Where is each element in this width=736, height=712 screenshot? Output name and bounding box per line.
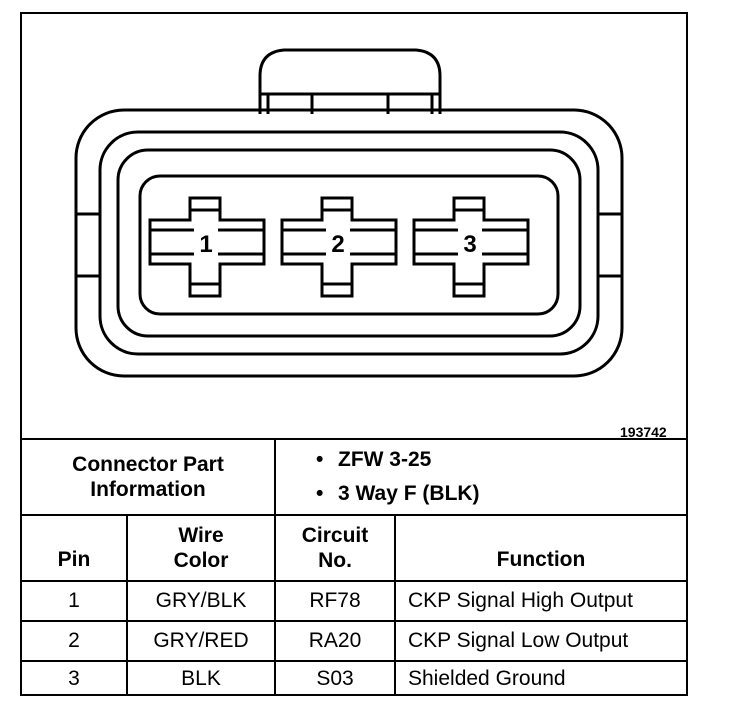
table-cell-wire-color: GRY/BLK (155, 589, 247, 612)
connector-cavity (138, 174, 560, 316)
connector-info-item: •ZFW 3-25 (316, 448, 432, 471)
column-header-circuit-line2: No. (318, 549, 352, 572)
table-divider (274, 514, 276, 696)
connector-info-item-text: 3 Way F (BLK) (338, 482, 480, 505)
table-divider (22, 514, 686, 516)
connector-sheet: 1 2 3 193742 Connector Part Information … (20, 12, 688, 696)
connector-face-drawing: 1 2 3 (74, 48, 624, 378)
connector-diagram: 1 2 3 193742 (22, 14, 686, 440)
table-divider (22, 580, 686, 582)
column-header-function: Function (496, 548, 586, 571)
connector-part-info-line1: Connector Part (72, 453, 224, 476)
column-header-pin: Pin (57, 548, 91, 571)
column-header-circuit-line1: Circuit (301, 524, 369, 547)
column-header-wire-color: Wire Color (128, 516, 274, 580)
pin-label-1: 1 (199, 231, 212, 258)
pin-label-2: 2 (331, 231, 344, 258)
table-cell-wire-color: GRY/RED (153, 629, 249, 652)
table-cell-circuit: RA20 (308, 629, 362, 652)
connector-latch (258, 48, 442, 114)
connector-part-info-line2: Information (90, 478, 206, 501)
table-divider (394, 514, 396, 696)
connector-part-info-label: Connector Part Information (22, 440, 274, 514)
table-divider (22, 660, 686, 662)
connector-info-item-text: ZFW 3-25 (338, 448, 432, 471)
connector-info-item: •3 Way F (BLK) (316, 482, 480, 505)
table-cell-pin: 3 (68, 667, 80, 690)
table-cell-pin: 2 (68, 629, 80, 652)
table-top-border (22, 438, 686, 440)
table-divider (126, 514, 128, 696)
table-cell-function: Shielded Ground (408, 667, 566, 690)
table-cell-wire-color: BLK (181, 667, 221, 690)
table-cell-function: CKP Signal High Output (408, 589, 633, 612)
column-header-wire-line1: Wire (178, 524, 224, 547)
table-divider (274, 438, 276, 516)
table-cell-circuit: RF78 (309, 589, 361, 612)
table-cell-pin: 1 (68, 589, 80, 612)
table-divider (22, 620, 686, 622)
table-cell-circuit: S03 (316, 667, 354, 690)
column-header-wire-line2: Color (173, 549, 229, 572)
table-cell-function: CKP Signal Low Output (408, 629, 629, 652)
figure-number: 193742 (620, 424, 667, 440)
pin-label-3: 3 (463, 231, 476, 258)
connector-housing-outer (74, 108, 624, 378)
column-header-circuit-no: Circuit No. (276, 516, 394, 580)
